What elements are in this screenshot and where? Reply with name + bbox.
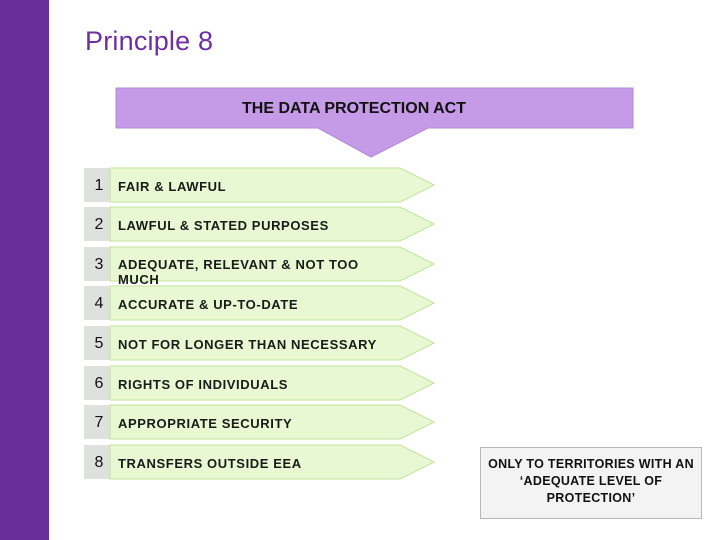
principle-text: LAWFUL & STATED PURPOSES: [118, 218, 329, 233]
principle-number-cell: [84, 286, 110, 320]
note-text: ONLY TO TERRITORIES WITH AN ‘ADEQUATE LE…: [488, 457, 694, 505]
principle-band: [109, 404, 436, 440]
principle-band: [109, 167, 436, 203]
principle-text: APPROPRIATE SECURITY: [118, 416, 293, 431]
principle-number: 3: [94, 256, 104, 273]
principle-row: [84, 444, 436, 480]
principle-number: 7: [94, 414, 104, 431]
note-box: [480, 447, 702, 519]
principle-number-cell: [84, 168, 110, 202]
sidebar-accent: [0, 0, 49, 540]
act-label: THE DATA PROTECTION ACT: [242, 100, 466, 117]
principle-row: [84, 246, 436, 282]
principle-number-cell: [84, 366, 110, 400]
principle-row: [84, 325, 436, 361]
principle-number-cell: [84, 445, 110, 479]
principle-band: [109, 444, 436, 480]
principle-text: TRANSFERS OUTSIDE EEA: [118, 456, 302, 471]
principle-band: [109, 285, 436, 321]
principle-number-cell: [84, 247, 110, 281]
principle-row: [84, 206, 436, 242]
principle-row: [84, 285, 436, 321]
principle-text: ACCURATE & UP-TO-DATE: [118, 297, 299, 312]
principle-number: 5: [94, 335, 104, 352]
principle-number: 1: [94, 177, 104, 194]
principle-number: 8: [94, 454, 104, 471]
principle-text: ADEQUATE, RELEVANT & NOT TOO MUCH: [118, 257, 359, 287]
principle-number: 2: [94, 216, 104, 233]
principle-text: NOT FOR LONGER THAN NECESSARY: [118, 337, 377, 352]
principle-text: FAIR & LAWFUL: [118, 179, 227, 194]
principle-number-cell: [84, 207, 110, 241]
principle-text: RIGHTS OF INDIVIDUALS: [118, 377, 289, 392]
principle-number-cell: [84, 326, 110, 360]
principle-band: [109, 206, 436, 242]
principle-number: 6: [94, 375, 104, 392]
principle-number: 4: [94, 295, 104, 312]
principle-band: [109, 325, 436, 361]
principle-number-cell: [84, 405, 110, 439]
page-title: Principle 8: [85, 26, 214, 56]
principle-row: [84, 365, 436, 401]
principle-band: [109, 365, 436, 401]
principle-band: [109, 246, 436, 282]
principle-row: [84, 404, 436, 440]
principle-row: [84, 167, 436, 203]
